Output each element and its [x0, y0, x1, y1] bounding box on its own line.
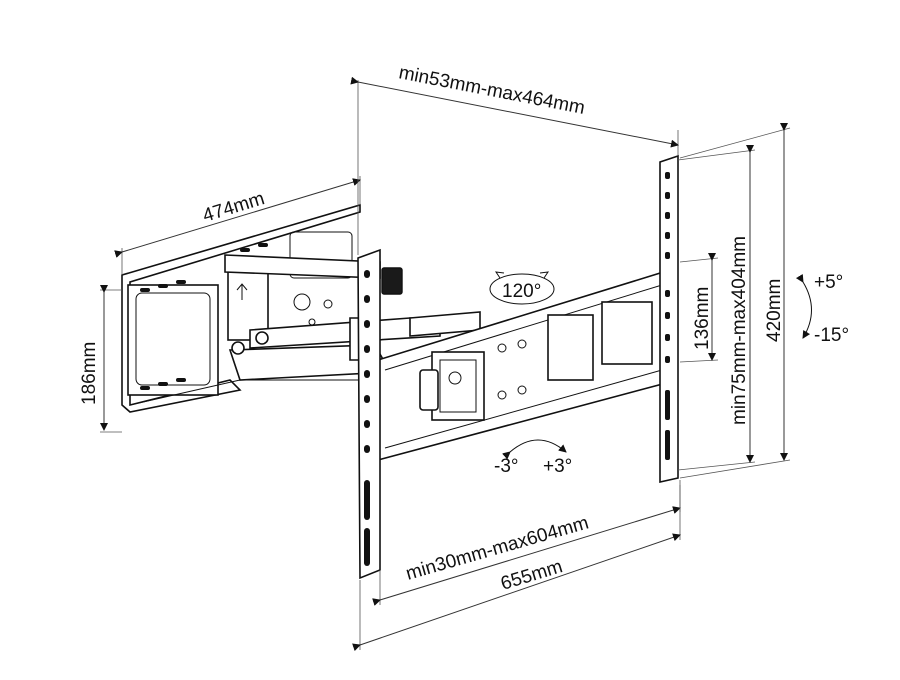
- dim-186-label: 186mm: [79, 342, 100, 405]
- tv-bracket-icon: [357, 154, 679, 580]
- swivel-label: 120°: [502, 281, 541, 302]
- wall-plate-icon: [121, 203, 361, 413]
- swivel-arrow-icon: [489, 271, 555, 305]
- rotation-left-label: -3°: [494, 456, 519, 477]
- dim-vesa-vertical-label: min75mm-max404mm: [729, 236, 750, 425]
- dim-474-label: 474mm: [200, 188, 267, 227]
- rotation-right-label: +3°: [543, 456, 572, 477]
- tilt-down-label: -15°: [814, 325, 849, 346]
- dim-655-label: 655mm: [498, 556, 565, 595]
- tilt-arrow-icon: [795, 273, 812, 339]
- dim-136-label: 136mm: [692, 287, 713, 350]
- tilt-up-label: +5°: [814, 272, 843, 293]
- rotation-arrow-icon: [502, 439, 567, 460]
- dim-extension-label: min53mm-max464mm: [397, 62, 587, 119]
- dim-420-label: 420mm: [764, 279, 785, 342]
